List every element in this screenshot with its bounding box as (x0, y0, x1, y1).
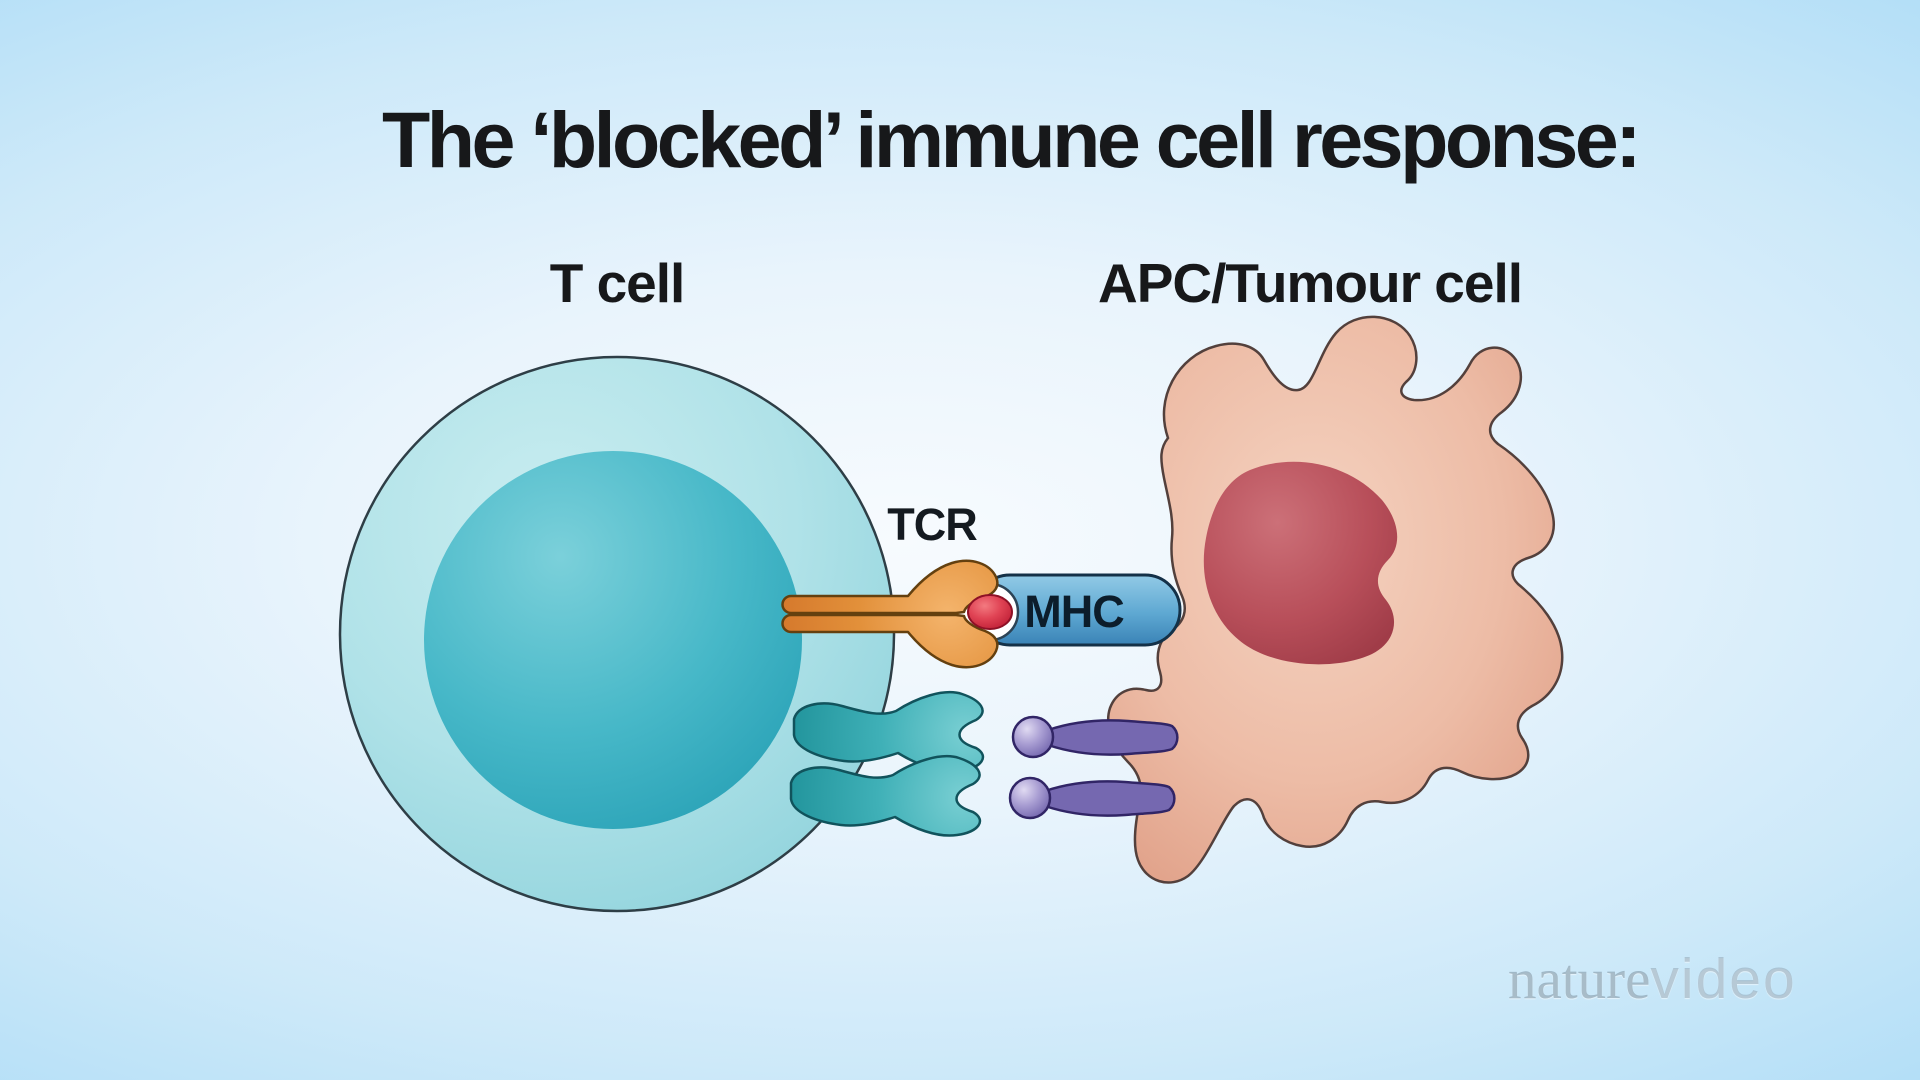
t-cell-coreceptor-1 (792, 690, 985, 773)
tcr-label: TCR (887, 499, 977, 550)
naturevideo-watermark: naturevideo (1508, 948, 1797, 1011)
page-title: The ‘blocked’ immune cell response: (381, 95, 1642, 184)
t-cell-nucleus (424, 451, 802, 829)
watermark-nature-text: nature (1508, 948, 1651, 1011)
antigen-peptide (967, 594, 1013, 630)
t-cell (338, 355, 896, 913)
tumour-ligands (1008, 715, 1179, 820)
tcr-chain-lower (781, 613, 999, 669)
t-cell-label: T cell (549, 252, 686, 314)
mhc-label: MHC (1024, 586, 1124, 637)
tumour-cell-nucleus (1203, 461, 1398, 665)
watermark-video-text: video (1650, 947, 1797, 1011)
tcr-receptor (781, 559, 999, 669)
tumour-ligand-2 (1008, 776, 1176, 820)
tcr-chain-upper (781, 559, 999, 615)
tumour-cell (1107, 315, 1564, 884)
tumour-ligand-head (1011, 715, 1055, 759)
tumour-ligand-stalk (1042, 719, 1179, 756)
apc-tumour-cell-label: APC/Tumour cell (1097, 252, 1523, 314)
t-cell-coreceptors (789, 690, 985, 837)
